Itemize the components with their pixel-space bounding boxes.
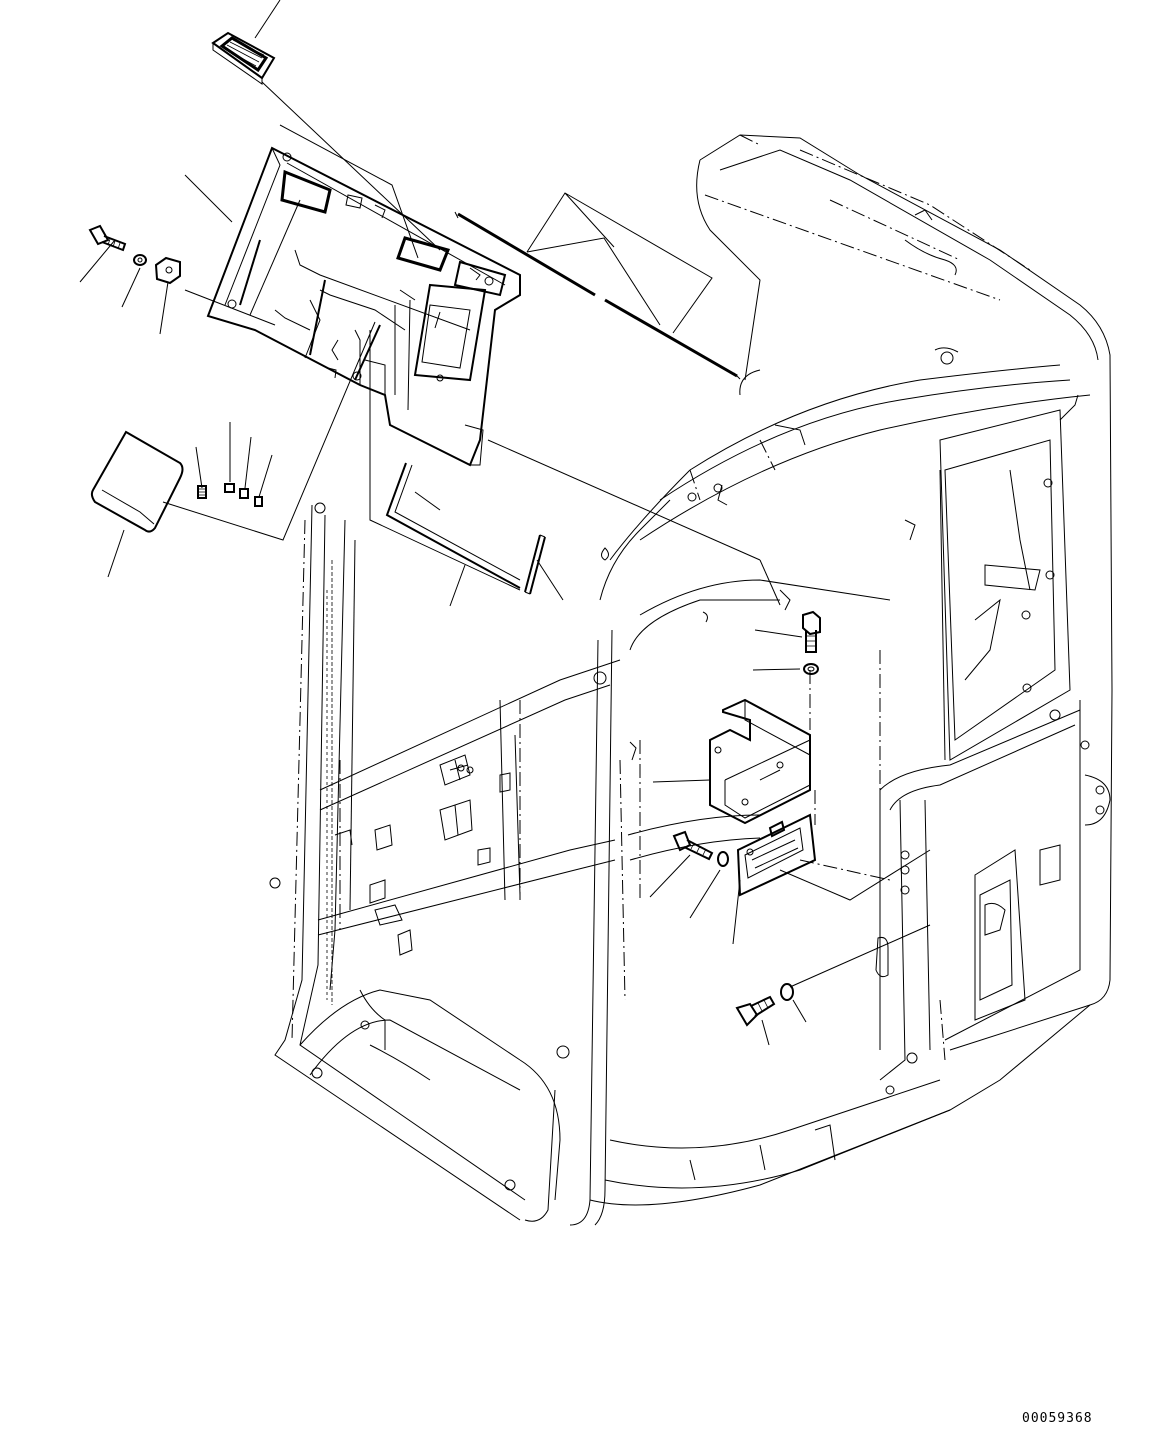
interior-bracket-plates	[335, 755, 510, 955]
defroster-rods	[455, 212, 740, 379]
vent-grille	[213, 33, 274, 84]
leader-lines	[80, 0, 930, 1045]
drawing-number: 00059368	[1022, 1411, 1093, 1426]
clip-set	[198, 484, 262, 506]
cover-cap	[92, 432, 183, 532]
instrument-panel-assembly	[208, 148, 520, 465]
mounting-plate	[738, 815, 815, 895]
mounting-bracket	[710, 700, 810, 823]
bracket-bolts	[674, 612, 820, 1025]
left-pillar-dash-strip	[327, 560, 332, 1005]
weatherstrip-parts	[387, 463, 545, 594]
left-bolt-washer-nut	[90, 226, 180, 283]
cab-frame	[270, 135, 1112, 1225]
